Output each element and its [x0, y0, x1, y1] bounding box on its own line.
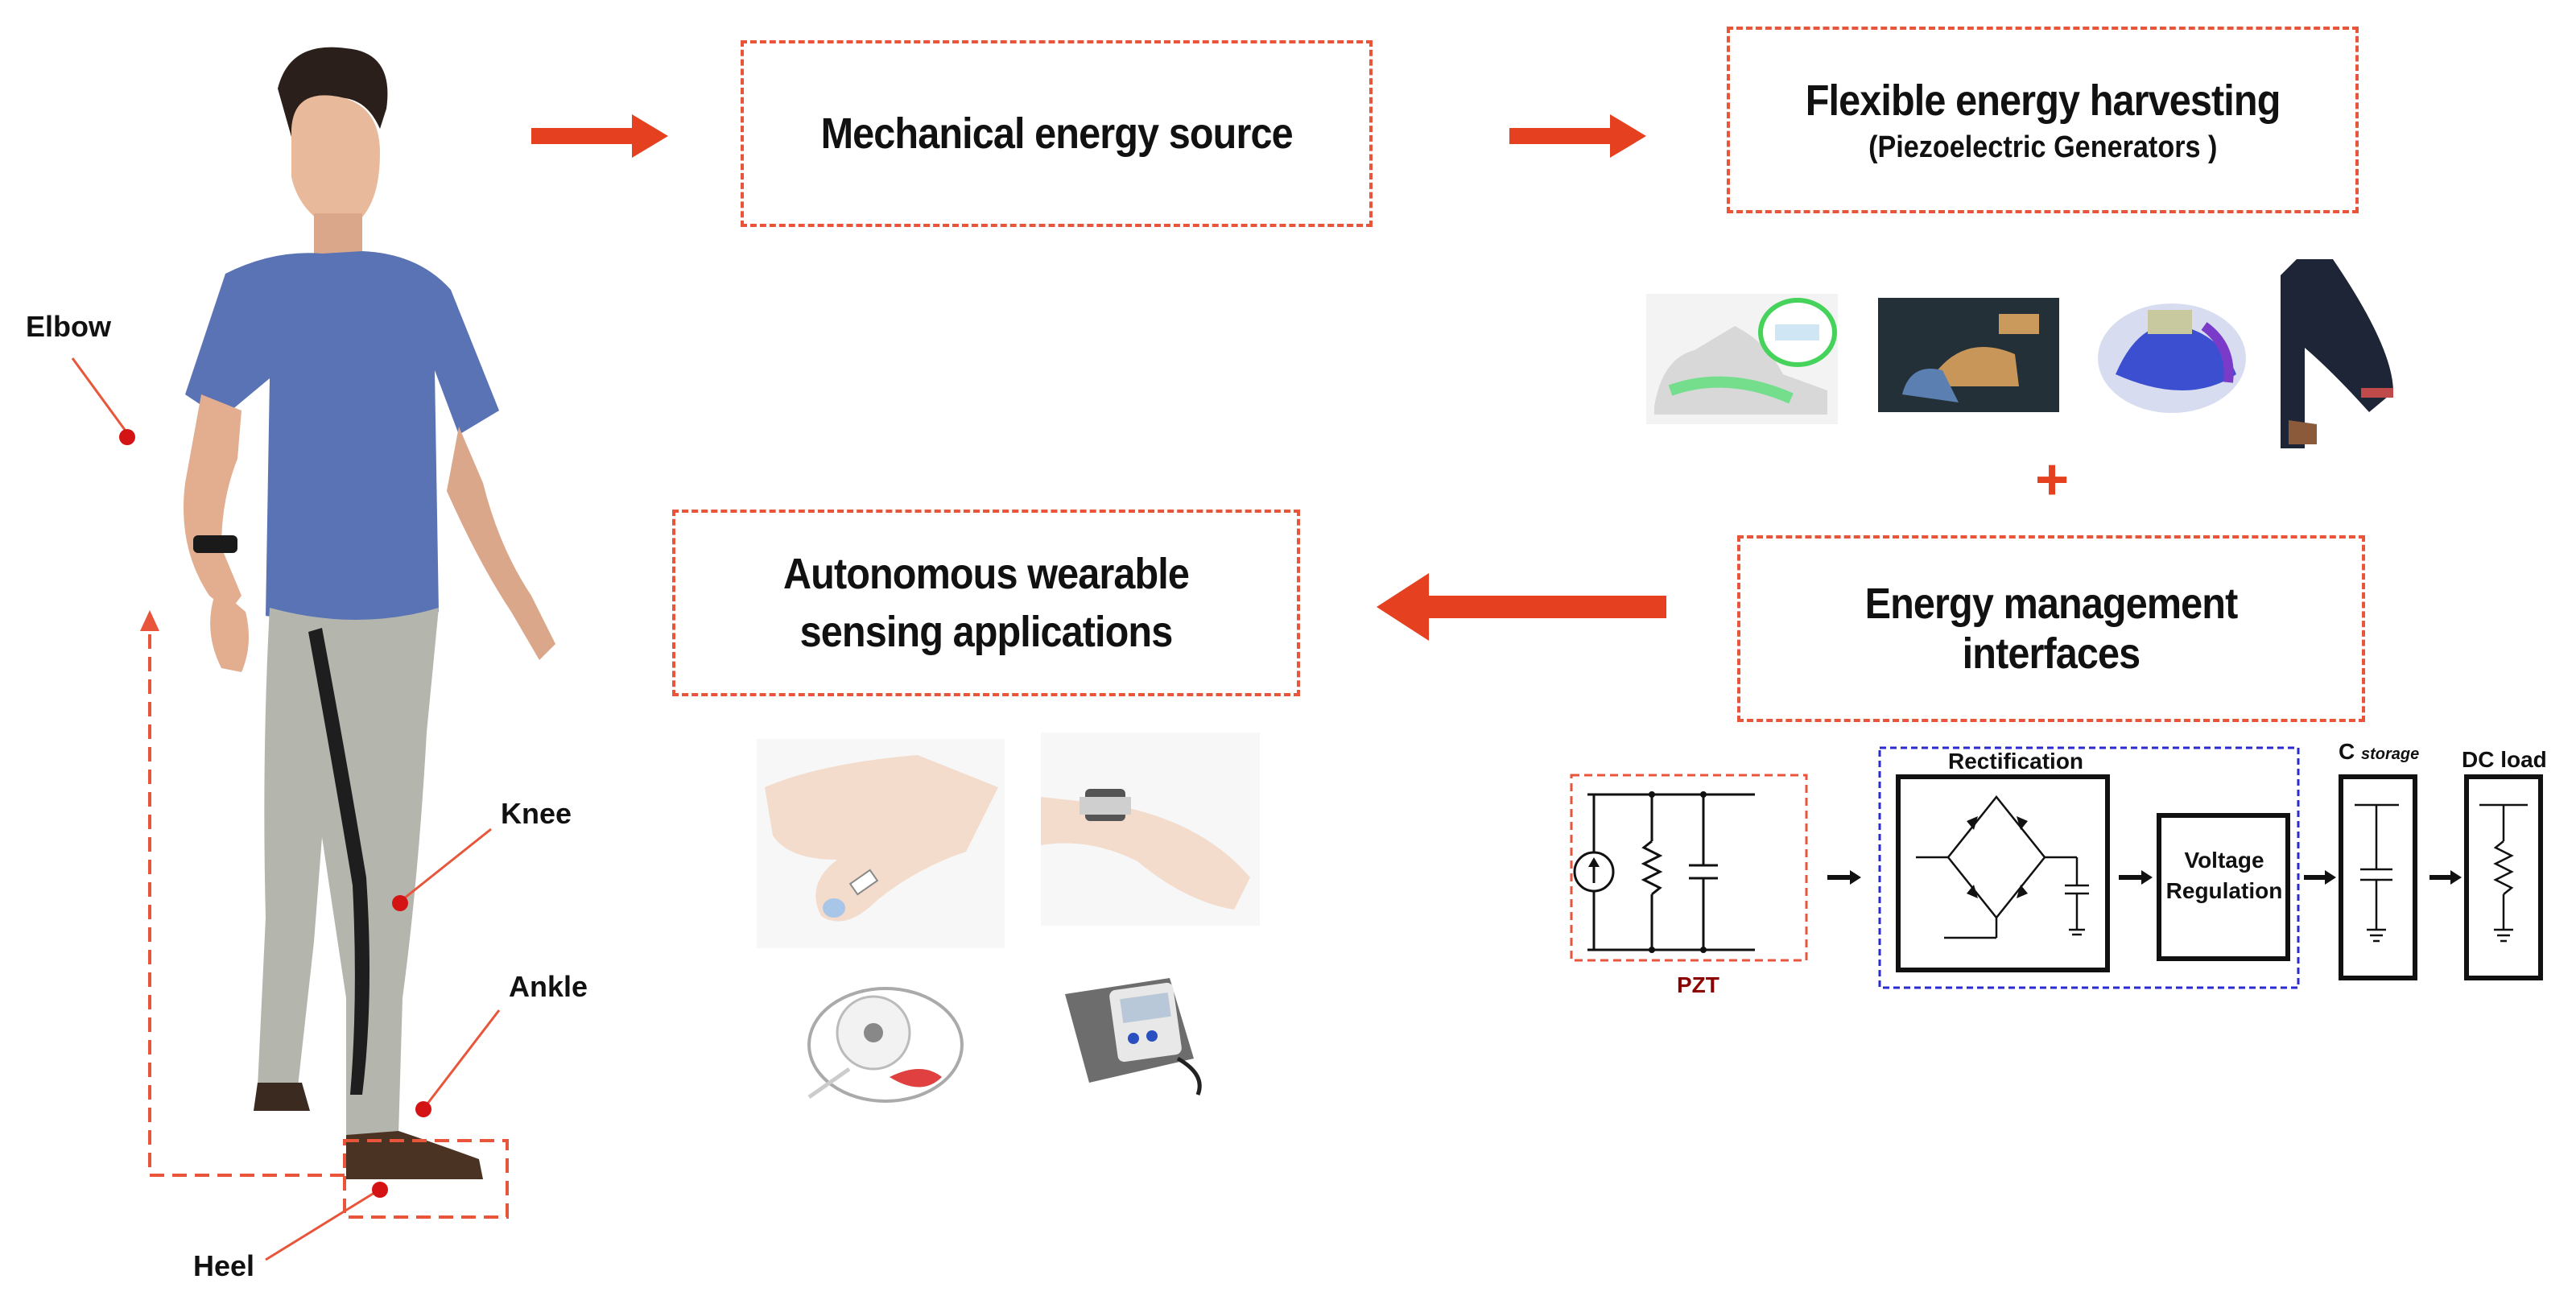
pzt-box: [1570, 774, 1808, 962]
ankle-label: Ankle: [509, 970, 588, 1003]
arrow-to-applications: [1377, 573, 1666, 641]
heel-marker: [372, 1182, 388, 1198]
heel-region-box: [343, 1139, 509, 1219]
mechanical-energy-box: Mechanical energy source: [741, 40, 1373, 227]
energy-management-title: Energy management interfaces: [1864, 580, 2239, 678]
nanogenerator-image: [2091, 278, 2248, 419]
plus-sign: +: [2035, 448, 2070, 512]
rectifier-block: [1896, 774, 2110, 972]
elbow-label: Elbow: [26, 310, 111, 343]
shoe-harvester-image: [1646, 294, 1838, 424]
elbow-marker: [119, 429, 135, 445]
c-storage-label: C storage: [2339, 739, 2419, 765]
voltage-regulation-label: Voltage Regulation: [2165, 848, 2283, 903]
energy-harvesting-title: Flexible energy harvesting: [1805, 76, 2281, 125]
dc-load-block: [2464, 774, 2543, 980]
energy-harvesting-box: Flexible energy harvesting (Piezoelectri…: [1727, 27, 2359, 213]
sleeve-harvester-image: [2273, 251, 2397, 448]
energy-management-box: Energy management interfaces: [1737, 535, 2365, 722]
flexible-film-image: [1878, 298, 2059, 412]
ankle-marker: [415, 1101, 431, 1117]
knee-label: Knee: [501, 797, 572, 830]
c-storage-main: C: [2339, 739, 2355, 764]
knee-marker: [392, 895, 408, 911]
storage-capacitor-block: [2339, 774, 2417, 980]
human-figure-illustration: [184, 47, 555, 1179]
rectification-dashed-box: [1878, 746, 2300, 989]
energy-harvesting-subtitle: (Piezoelectric Generators ): [1868, 130, 2218, 164]
energy-management-circuit: [1570, 746, 2543, 989]
arrow-to-mechanical: [531, 114, 668, 158]
applications-box: Autonomous wearable sensing applications: [672, 510, 1300, 696]
mechanical-energy-title: Mechanical energy source: [820, 109, 1293, 158]
rectification-label: Rectification: [1948, 749, 2084, 774]
wrist-sensor-image: [1041, 733, 1260, 926]
heel-label: Heel: [193, 1249, 255, 1282]
applications-title: Autonomous wearable sensing applications: [782, 550, 1190, 656]
energy-path-dashed: [148, 620, 345, 1177]
electrode-patch-image: [801, 956, 970, 1109]
c-storage-subscript: storage: [2361, 745, 2420, 763]
voltage-regulation-block: [2157, 813, 2290, 961]
arrow-to-harvesting: [1509, 114, 1646, 158]
blood-pressure-monitor-image: [1057, 962, 1214, 1099]
finger-sensor-image: [757, 739, 1005, 948]
dc-load-label: DC load: [2462, 747, 2547, 772]
pzt-label: PZT: [1677, 972, 1719, 997]
